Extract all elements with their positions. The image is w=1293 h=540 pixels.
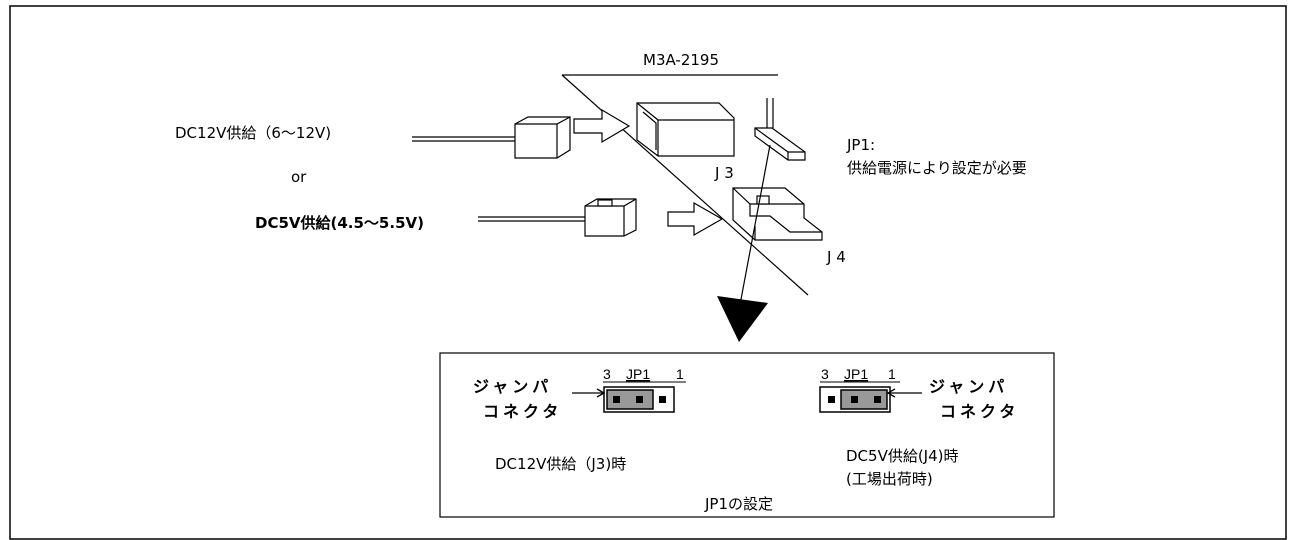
left-pin3-label: 3 xyxy=(603,366,611,382)
right-jp1-pin-labels: 3 JP1 1 xyxy=(821,366,896,382)
right-jumper-label-line1: ジャンパ xyxy=(929,377,1008,396)
right-pin-1 xyxy=(874,396,881,403)
dc12v-supply-label: DC12V供給（6～12V) xyxy=(175,124,331,142)
left-jumper-label-line2: コネクタ xyxy=(483,402,562,421)
jp1-note-desc: 供給電源により設定が必要 xyxy=(847,159,1027,177)
right-pin-3 xyxy=(828,396,835,403)
right-factory-default-label: (工場出荷時) xyxy=(846,470,933,488)
j3-label: J 3 xyxy=(714,164,734,182)
right-condition-label: DC5V供給(J4)時 xyxy=(846,447,959,465)
left-condition-label: DC12V供給（J3)時 xyxy=(495,455,626,473)
dc5v-cable xyxy=(478,216,585,222)
dc5v-supply-label: DC5V供給(4.5～5.5V) xyxy=(255,214,424,232)
left-jp1-pin-labels: 3 JP1 1 xyxy=(603,366,684,382)
dc12v-plug xyxy=(514,116,571,159)
right-jp1-label: JP1 xyxy=(844,366,868,382)
board-label: M3A-2195 xyxy=(643,51,719,69)
jp1-pointer-line xyxy=(738,144,771,311)
jp1-settings-caption: JP1の設定 xyxy=(704,495,773,513)
dc12v-cable xyxy=(412,136,515,142)
left-pin-1 xyxy=(659,396,666,403)
left-jumper-pointer xyxy=(572,388,606,398)
j4-label: J 4 xyxy=(826,248,846,266)
left-pin-3 xyxy=(613,396,620,403)
right-pin3-label: 3 xyxy=(821,366,829,382)
left-jumper-connector xyxy=(606,389,654,410)
jp1-header-3d xyxy=(754,98,806,161)
right-pin-2 xyxy=(851,396,858,403)
jp1-pointer-arrowhead xyxy=(717,296,768,342)
or-label: or xyxy=(291,168,307,186)
left-jp1-label: JP1 xyxy=(626,366,650,382)
left-pin1-label: 1 xyxy=(676,366,684,382)
left-jumper-label-line1: ジャンパ xyxy=(473,377,552,396)
j4-connector xyxy=(732,187,823,241)
right-pin1-label: 1 xyxy=(888,366,896,382)
dc5v-arrow xyxy=(667,201,724,237)
jp1-note-title: JP1: xyxy=(846,136,875,154)
right-jumper-connector xyxy=(840,389,888,410)
dc5v-plug xyxy=(584,198,637,237)
j3-connector xyxy=(636,102,735,157)
right-jumper-pointer xyxy=(886,388,922,398)
right-jumper-label-line2: コネクタ xyxy=(940,402,1019,421)
outer-frame xyxy=(9,5,1287,540)
jp1-settings-box xyxy=(439,352,1055,518)
left-pin-2 xyxy=(636,396,643,403)
dc12v-arrow xyxy=(573,108,631,144)
